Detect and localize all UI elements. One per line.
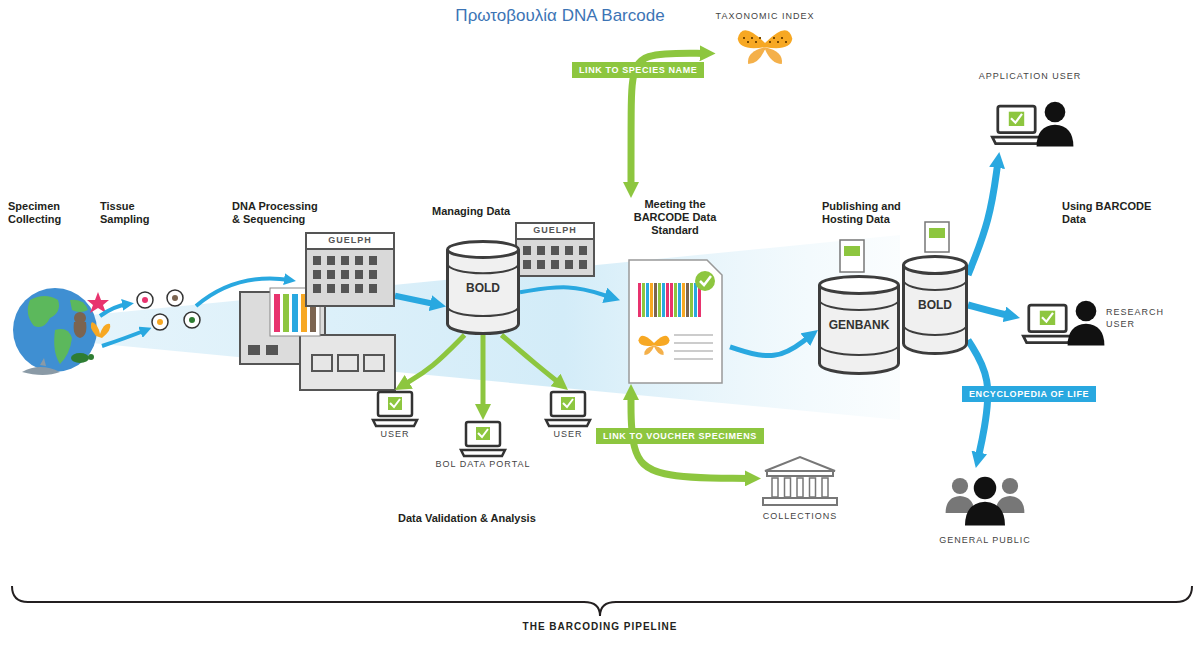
flow-arrow <box>968 164 998 275</box>
application-user-icon <box>989 86 1071 152</box>
general-public: GENERAL PUBLIC <box>939 468 1031 546</box>
flow-arrow <box>405 335 464 384</box>
stage-heading: Using BARCODE Data <box>1062 200 1157 226</box>
globe <box>13 288 97 372</box>
flow-arrow <box>502 335 559 383</box>
user-laptop-icon <box>458 420 508 458</box>
node-label: COLLECTIONS <box>763 510 838 522</box>
tissue-dots <box>142 295 195 325</box>
light-wedge <box>60 235 900 420</box>
node-label: GUELPH <box>328 235 372 245</box>
flow-arrow <box>730 337 808 355</box>
page-title: Πρωτοβουλία DNA Barcode <box>0 6 1120 26</box>
flow-arrow <box>520 287 609 296</box>
user-laptop-icon <box>543 390 593 428</box>
node-label: Meeting the BARCODE Data Standard <box>620 198 730 237</box>
flow-arrow <box>968 305 1008 315</box>
lab-building: GUELPH <box>515 222 595 277</box>
research-user-icon <box>1020 285 1102 351</box>
user-laptop: BOL DATA PORTAL <box>435 420 530 470</box>
node-label: GENBANK <box>829 318 890 332</box>
flow-arrow <box>395 296 434 304</box>
node-label: RESEARCH USER <box>1102 306 1178 330</box>
user-laptop-icon <box>370 390 420 428</box>
node-label: GENERAL PUBLIC <box>939 534 1031 546</box>
stage-heading: Specimen Collecting <box>8 200 70 226</box>
pipeline-caption: THE BARCODING PIPELINE <box>523 621 678 632</box>
general-public-icon <box>940 468 1030 530</box>
link-banner: LINK TO SPECIES NAME <box>572 62 704 78</box>
user-laptop: USER <box>543 390 593 440</box>
flow-arrow <box>481 335 486 408</box>
specimen-animals <box>22 292 110 375</box>
lab-building: GUELPH <box>305 232 395 307</box>
node-label: USER <box>380 428 409 440</box>
database-cylinder: BOLD <box>902 255 968 355</box>
data-standard-document: Meeting the BARCODE Data Standard <box>620 198 730 384</box>
node-label: TAXONOMIC INDEX <box>716 10 815 22</box>
research-user: RESEARCH USER <box>1020 285 1178 351</box>
node-label: GUELPH <box>533 225 577 235</box>
node-label: BOL DATA PORTAL <box>435 458 530 470</box>
stage-heading: Managing Data <box>432 205 510 218</box>
taxonomic-index-icon <box>735 22 795 68</box>
collections-building: COLLECTIONS <box>761 455 839 522</box>
stage-heading: Tissue Sampling <box>100 200 160 226</box>
application-user: APPLICATION USER <box>979 70 1081 152</box>
node-label: APPLICATION USER <box>979 70 1081 82</box>
database-cylinder: GENBANK <box>818 275 900 375</box>
stage-heading: DNA Processing & Sequencing <box>232 200 327 226</box>
collections-building-icon <box>761 455 839 507</box>
node-label: USER <box>553 428 582 440</box>
link-banner: LINK TO VOUCHER SPECIMENS <box>596 428 764 444</box>
node-label: BOLD <box>918 298 952 312</box>
database-cylinder: BOLD <box>446 240 520 335</box>
node-label: BOLD <box>466 281 500 295</box>
data-standard-document-icon <box>628 259 723 384</box>
user-laptop: USER <box>370 390 420 440</box>
link-banner: ENCYCLOPEDIA OF LIFE <box>962 386 1096 402</box>
pipeline-bracket <box>12 586 1192 616</box>
taxonomic-index: TAXONOMIC INDEX <box>716 10 815 68</box>
stage-heading: Publishing and Hosting Data <box>822 200 932 226</box>
stage-heading: Data Validation & Analysis <box>398 512 536 525</box>
tissue-samples <box>137 290 200 330</box>
